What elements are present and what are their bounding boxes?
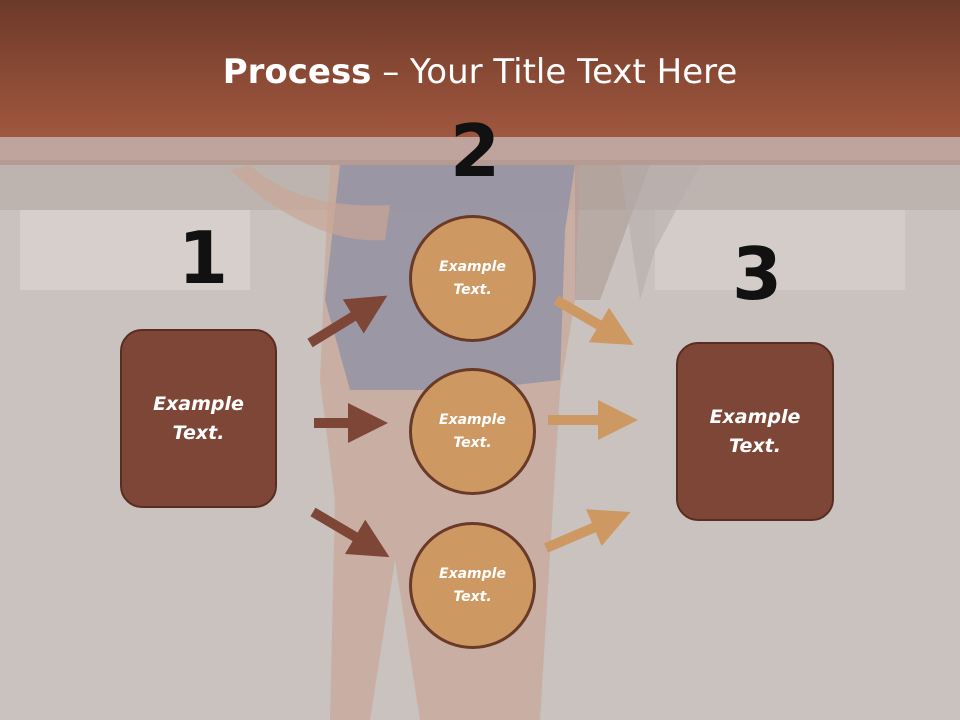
right-box-line2: Text.	[729, 434, 781, 457]
left-box-line1: Example	[153, 392, 244, 415]
title-band	[0, 0, 960, 137]
circle-middle-line2: Text.	[453, 434, 492, 451]
circle-top: Example Text.	[409, 215, 536, 342]
title-strip	[0, 137, 960, 165]
circle-bottom-line2: Text.	[453, 588, 492, 605]
arrow-left-down	[310, 507, 390, 558]
step-number-3: 3	[732, 232, 783, 316]
arrow-right-up	[553, 295, 634, 346]
step-number-1: 1	[178, 216, 229, 300]
arrow-left-up	[307, 295, 388, 348]
title-bold: Process	[222, 52, 372, 92]
slide-title: Process – Your Title Text Here	[0, 52, 960, 92]
step-number-2: 2	[450, 109, 501, 193]
circle-top-line1: Example	[439, 258, 506, 275]
arrow-right-down	[544, 509, 631, 553]
circle-bottom: Example Text.	[409, 522, 536, 649]
left-step-box: Example Text.	[120, 329, 277, 508]
left-box-line2: Text.	[172, 421, 225, 444]
circle-top-line2: Text.	[453, 281, 492, 298]
circle-middle: Example Text.	[409, 368, 536, 495]
circle-middle-line1: Example	[439, 411, 506, 428]
circle-bottom-line1: Example	[439, 565, 506, 582]
right-step-box: Example Text.	[676, 342, 834, 521]
title-rest: – Your Title Text Here	[371, 52, 738, 92]
right-box-line1: Example	[709, 405, 801, 428]
